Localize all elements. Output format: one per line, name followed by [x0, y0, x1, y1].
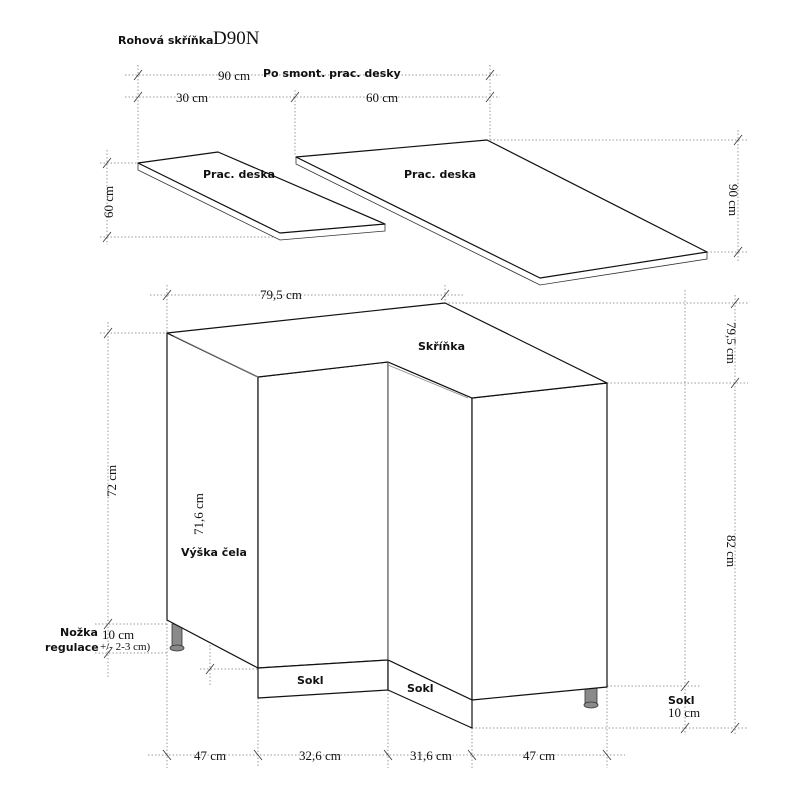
plinth-right-label: Sokl [407, 682, 434, 695]
plinth-left-label: Sokl [297, 674, 324, 687]
cabinet-top-width: 79,5 cm [260, 287, 302, 302]
worktop-dimensions [100, 65, 748, 262]
bottom-dim-4: 47 cm [523, 748, 555, 763]
bottom-dim-1: 47 cm [194, 748, 226, 763]
leg-label-2: regulace [45, 641, 99, 654]
worktop-left-depth: 60 cm [101, 186, 116, 218]
worktop-right [295, 139, 708, 286]
plinth-height: 10 cm [668, 705, 700, 720]
cabinet-side-depth: 79,5 cm [724, 322, 739, 364]
cabinet-label: Skříňka [418, 340, 465, 353]
front-height-label: Výška čela [181, 546, 247, 559]
right-side-panel [471, 382, 608, 701]
cabinet-height-right: 82 cm [724, 535, 739, 567]
worktop-left-label: Prac. deska [203, 168, 275, 181]
front-door-right [387, 361, 473, 701]
worktop-total-width: 90 cm [218, 68, 250, 83]
worktop-left-width: 30 cm [176, 90, 208, 105]
bottom-dim-2: 32,6 cm [299, 748, 341, 763]
plinth-label: Sokl [668, 694, 695, 707]
front-door-left [257, 361, 389, 669]
worktop-right-width: 60 cm [366, 90, 398, 105]
cabinet-height-left: 72 cm [104, 465, 119, 497]
model-code: D90N [213, 28, 260, 49]
leg-label-1: Nožka [60, 626, 98, 639]
plinth-right [387, 659, 473, 729]
cabinet-body [166, 302, 608, 729]
bottom-dim-3: 31,6 cm [410, 748, 452, 763]
worktop-note: Po smont. prac. desky [263, 67, 401, 80]
worktop-right-depth: 90 cm [726, 184, 741, 216]
front-height: 71,6 cm [191, 493, 206, 535]
left-side-panel [166, 332, 259, 669]
title-label: Rohová skříňka [118, 34, 213, 47]
worktop-right-label: Prac. deska [404, 168, 476, 181]
leg-adjust: +/- 2-3 cm) [100, 641, 151, 653]
worktop-left [137, 151, 386, 241]
leg-height: 10 cm [102, 627, 134, 642]
